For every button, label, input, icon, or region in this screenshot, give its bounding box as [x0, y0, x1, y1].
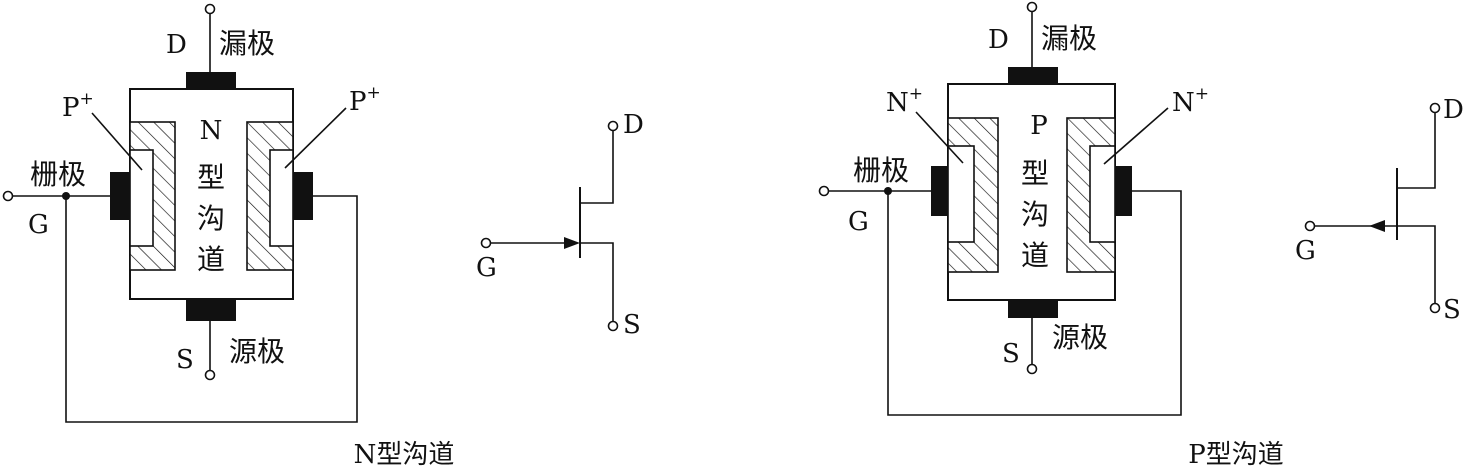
n-source-letter: S	[176, 345, 194, 375]
n-symbol-drain-line	[580, 131, 614, 204]
p-source-letter: S	[1002, 339, 1020, 369]
n-channel-symbol: D G S	[476, 110, 644, 340]
n-channel-structure: D 漏极 S 源极 栅极 G P+ P+ N 型 沟 道	[2, 3, 381, 423]
p-symbol-d-label: D	[1443, 95, 1464, 125]
p-gate-letter: G	[848, 207, 869, 237]
p-channel-structure: D 漏极 S 源极 栅极 G N+ N+ P 型 沟 道	[818, 1, 1209, 416]
p-channel-caption: P型沟道	[1188, 440, 1284, 470]
p-source-contact	[1008, 300, 1058, 318]
p-gate-label: 栅极	[853, 154, 909, 187]
n-drain-label: 漏极	[219, 27, 275, 60]
n-channel-char-4: 道	[197, 243, 225, 276]
n-channel-char-1: N	[200, 116, 223, 146]
p-symbol-gate-terminal[interactable]	[1304, 220, 1316, 232]
p-left-region-label: N+	[886, 84, 923, 118]
n-drain-contact	[186, 72, 236, 89]
n-symbol-d-label: D	[623, 110, 644, 140]
n-symbol-g-label: G	[476, 253, 497, 283]
p-gate-terminal[interactable]	[818, 185, 830, 197]
p-channel-char-2: 型	[1021, 157, 1049, 190]
p-gate-loop-wire	[887, 190, 1182, 416]
p-symbol-source-line	[1397, 225, 1436, 303]
p-symbol-drain-terminal[interactable]	[1429, 102, 1441, 114]
n-source-label: 源极	[229, 335, 285, 368]
n-gate-terminal[interactable]	[2, 190, 14, 202]
p-symbol-s-label: S	[1443, 295, 1461, 325]
p-symbol-arrow	[1369, 220, 1385, 232]
p-symbol-g-label: G	[1295, 236, 1316, 266]
n-drain-letter: D	[166, 30, 187, 60]
p-right-gate-contact	[1115, 166, 1132, 216]
n-left-gate-contact	[110, 172, 130, 220]
n-symbol-arrow	[564, 237, 580, 249]
n-gate-loop-wire	[65, 195, 358, 423]
n-gate-label: 栅极	[30, 158, 86, 191]
n-right-region-label: P+	[349, 83, 381, 117]
p-left-gate-contact	[931, 166, 948, 216]
n-right-p-pointer	[284, 107, 347, 169]
n-symbol-drain-terminal[interactable]	[607, 120, 619, 132]
n-symbol-s-label: S	[623, 310, 641, 340]
n-left-region-label: P+	[62, 89, 94, 123]
n-source-contact	[186, 299, 236, 321]
n-gate-letter: G	[28, 210, 49, 240]
p-left-n-pointer	[915, 111, 964, 164]
p-channel-symbol: D G S	[1295, 95, 1464, 325]
n-channel-char-3: 沟	[197, 202, 225, 235]
p-right-n-inner	[1089, 145, 1116, 243]
p-drain-contact	[1008, 67, 1058, 84]
p-right-n-pointer	[1103, 107, 1169, 165]
p-channel-char-4: 道	[1021, 239, 1049, 272]
p-source-label: 源极	[1052, 321, 1108, 354]
p-drain-letter: D	[988, 25, 1009, 55]
n-drain-terminal[interactable]	[204, 3, 216, 15]
n-source-terminal[interactable]	[204, 369, 216, 381]
n-left-p-inner	[129, 149, 154, 247]
n-right-gate-contact	[293, 172, 313, 220]
n-symbol-source-terminal[interactable]	[607, 320, 619, 332]
n-channel-char-2: 型	[197, 161, 225, 194]
n-left-p-pointer	[91, 112, 143, 171]
p-source-terminal[interactable]	[1026, 363, 1038, 375]
p-channel-char-1: P	[1030, 111, 1048, 141]
p-drain-terminal[interactable]	[1026, 1, 1038, 13]
p-drain-label: 漏极	[1041, 22, 1097, 55]
p-channel-char-3: 沟	[1021, 198, 1049, 231]
n-symbol-source-line	[580, 242, 614, 321]
p-right-region-label: N+	[1172, 84, 1209, 118]
n-symbol-gate-terminal[interactable]	[480, 237, 492, 249]
p-symbol-drain-line	[1397, 113, 1436, 189]
n-channel-caption: N型沟道	[354, 440, 455, 470]
p-symbol-source-terminal[interactable]	[1429, 302, 1441, 314]
